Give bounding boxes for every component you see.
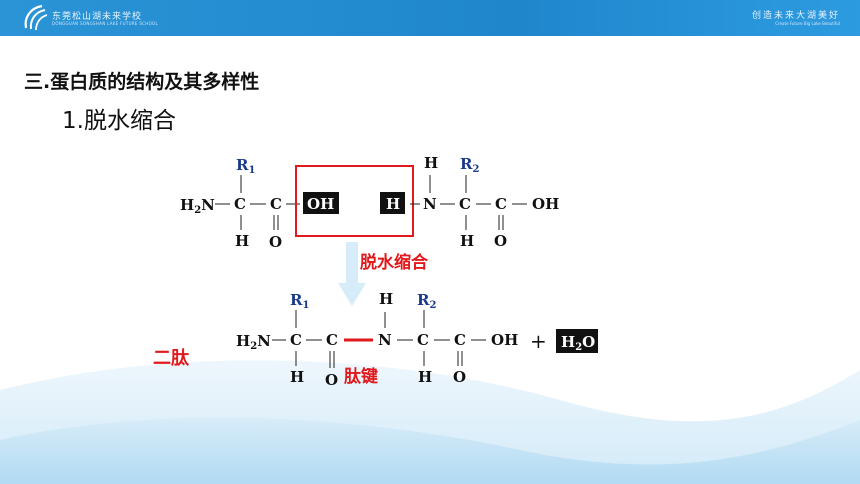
r2-label: R2 <box>460 155 479 175</box>
carbonyl-carbon-1: C <box>270 195 282 213</box>
amine-n-2: N <box>423 195 437 213</box>
reaction-arrow-icon <box>338 242 366 306</box>
school-name-en: DONGGUAN SONGSHAN LAKE FUTURE SCHOOL <box>52 21 158 26</box>
reaction-label: 脱水缩合 <box>360 252 429 273</box>
alpha-carbon-1: C <box>234 195 246 213</box>
alpha-h-1: H <box>235 232 249 250</box>
alpha-h-2: H <box>460 232 474 250</box>
r1-label: R1 <box>236 156 255 176</box>
oh-box <box>303 192 339 214</box>
h-box-label: H <box>386 195 400 213</box>
product-c4: C <box>454 331 466 349</box>
product-n2: N <box>378 331 392 349</box>
product-amino-group: H2N <box>236 332 271 352</box>
product-c2: C <box>326 331 338 349</box>
product-c3: C <box>417 331 429 349</box>
dipeptide-label: 二肽 <box>153 347 190 369</box>
amine-h-top: H <box>424 154 438 172</box>
subsection-title: 1.脱水缩合 <box>62 108 176 134</box>
oh-label: OH <box>307 195 334 213</box>
product-h3: H <box>418 368 432 386</box>
product-oh: OH <box>491 331 518 349</box>
alpha-carbon-2: C <box>459 195 471 213</box>
water-box <box>556 329 598 353</box>
carbonyl-o-2: O <box>494 232 507 250</box>
background-waves <box>0 360 860 484</box>
school-slogan: 创造未来大湖美好 <box>751 11 840 21</box>
amino-group-label: H2N <box>180 196 215 216</box>
carbonyl-carbon-2: C <box>495 195 507 213</box>
school-name: 东莞松山湖未来学校 <box>52 12 143 22</box>
product-h-n: H <box>379 290 393 308</box>
product-r1: R1 <box>290 291 309 311</box>
dehydration-highlight-box <box>295 165 414 237</box>
school-logo-icon <box>24 4 48 31</box>
school-slogan-en: Create Future Big Lake Beautiful <box>775 21 840 26</box>
plus-sign: + <box>530 329 547 353</box>
header-bar: 东莞松山湖未来学校 DONGGUAN SONGSHAN LAKE FUTURE … <box>0 0 860 36</box>
section-title: 三.蛋白质的结构及其多样性 <box>24 71 260 93</box>
h-box <box>380 192 405 214</box>
carbonyl-o-1: O <box>269 233 282 251</box>
peptide-bond-label: 肽键 <box>344 366 378 387</box>
product-h1: H <box>290 368 304 386</box>
product-r2: R2 <box>417 291 436 311</box>
product-o2: O <box>453 368 466 386</box>
product-c1: C <box>290 331 302 349</box>
water-label: H2O <box>561 333 595 353</box>
oh-label-2: OH <box>532 195 559 213</box>
product-o1: O <box>325 371 338 389</box>
